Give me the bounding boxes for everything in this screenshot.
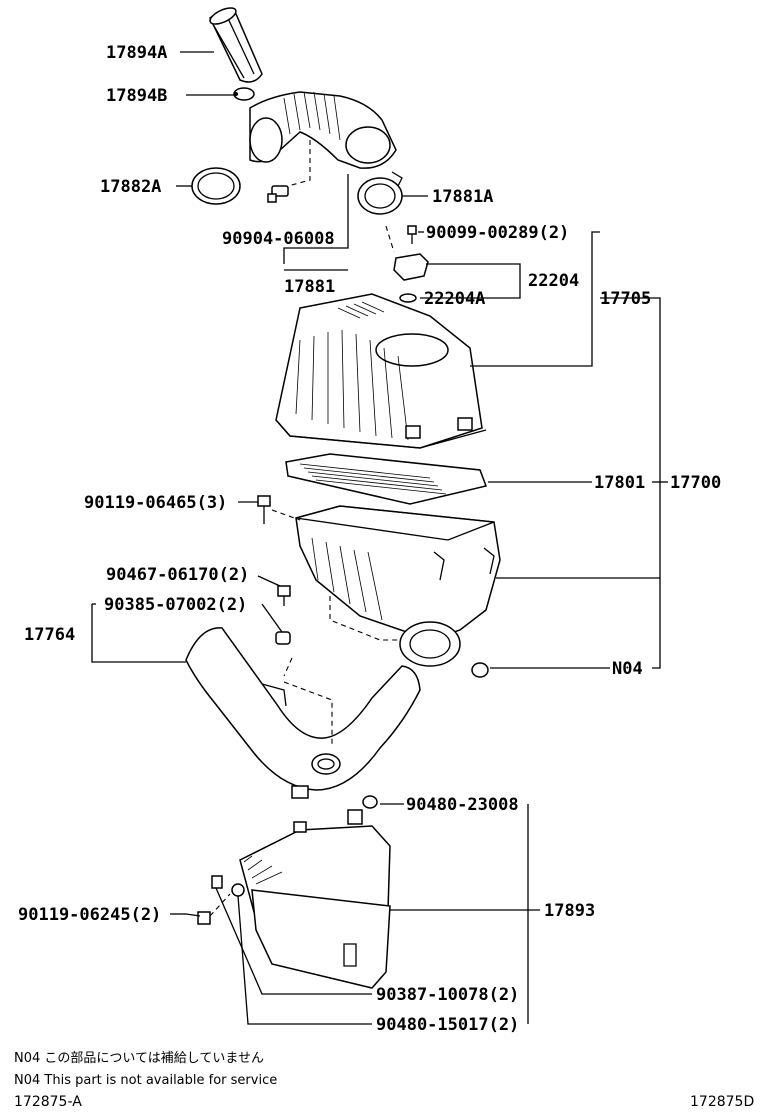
label-n04: N04 <box>612 659 643 679</box>
air-cleaner-cap-17705-illustration <box>275 293 487 449</box>
bolt-90467-06170-illustration <box>277 585 291 606</box>
resonator-17893-illustration <box>239 809 391 989</box>
clamp-17881a-illustration <box>357 171 403 215</box>
label-17893: 17893 <box>544 901 595 921</box>
clamp-17894b-illustration <box>233 87 255 101</box>
label-17881: 17881 <box>284 277 335 297</box>
note-english: N04 This part is not available for servi… <box>14 1073 277 1088</box>
label-17801: 17801 <box>594 473 645 493</box>
air-cleaner-case-illustration <box>295 505 501 667</box>
reference-code-right: 172875D <box>690 1094 754 1110</box>
label-17764: 17764 <box>24 625 75 645</box>
intake-hose-17894a-illustration <box>209 7 263 83</box>
grommet-90385-07002-illustration <box>275 631 291 645</box>
label-90099-00289: 90099-00289(2) <box>426 223 569 243</box>
leader-lines <box>91 51 668 1025</box>
label-17894b: 17894B <box>106 86 167 106</box>
label-90385-07002: 90385-07002(2) <box>104 595 247 615</box>
label-22204a: 22204A <box>424 289 485 309</box>
clamp-17882a-illustration <box>191 167 241 205</box>
bolt-90119-06245-illustration <box>185 893 231 925</box>
bolt-90119-06465-illustration <box>257 495 301 524</box>
note-japanese: N04 この部品については補給していません <box>14 1051 264 1066</box>
label-22204: 22204 <box>528 271 579 291</box>
label-90467-06170: 90467-06170(2) <box>106 565 249 585</box>
label-17894a: 17894A <box>106 43 167 63</box>
reference-code-left: 172875-A <box>14 1094 82 1110</box>
label-90904-06008: 90904-06008 <box>222 229 335 249</box>
sensor-22204-illustration <box>385 225 429 303</box>
grommet-90480-15017-illustration <box>231 883 245 897</box>
grommet-90480-23008-illustration <box>362 795 378 809</box>
label-90119-06245: 90119-06245(2) <box>18 905 161 925</box>
collar-90387-10078-illustration <box>211 875 223 889</box>
grommet-n04-illustration <box>471 662 489 678</box>
filter-element-17801-illustration <box>285 453 488 505</box>
label-90480-15017: 90480-15017(2) <box>376 1015 519 1035</box>
label-90119-06465: 90119-06465(3) <box>84 493 227 513</box>
duct-17764-illustration <box>185 627 421 799</box>
label-17881a: 17881A <box>432 187 493 207</box>
label-90387-10078: 90387-10078(2) <box>376 985 519 1005</box>
air-hose-17881-illustration <box>249 91 397 187</box>
label-17705: 17705 <box>600 289 651 309</box>
fitting-90904-06008-illustration <box>267 185 289 203</box>
screw-90099-00289-illustration <box>407 225 417 244</box>
label-17700: 17700 <box>670 473 721 493</box>
label-17882a: 17882A <box>100 177 161 197</box>
label-90480-23008: 90480-23008 <box>406 795 519 815</box>
